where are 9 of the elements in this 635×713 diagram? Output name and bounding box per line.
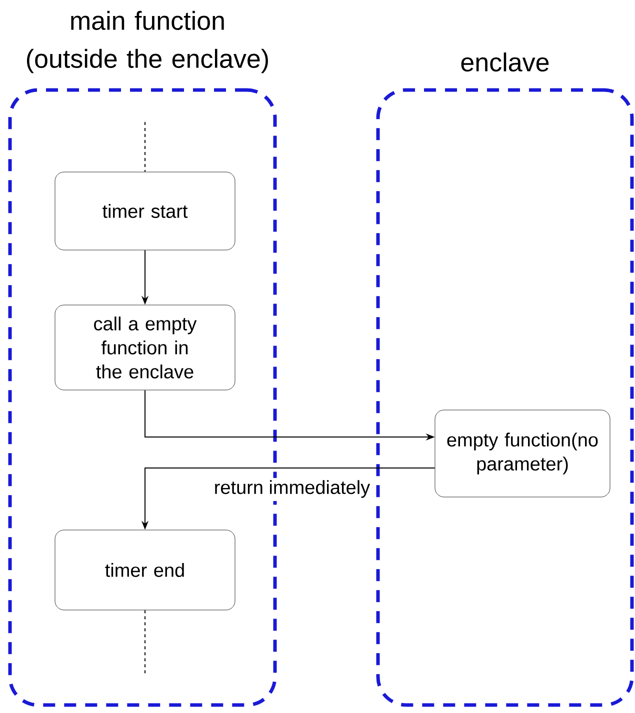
process-box: timer end [54,530,236,610]
process-box: empty function(no parameter) [434,410,610,498]
leader-line [144,610,146,676]
leader-line [144,122,146,172]
group-title: enclave [461,52,549,72]
process-box: call a empty function in the enclave [54,304,236,390]
edge-label: return immediately [212,478,372,501]
process-box: timer start [54,172,236,250]
group-title: main function (outside the enclave) [27,10,268,74]
